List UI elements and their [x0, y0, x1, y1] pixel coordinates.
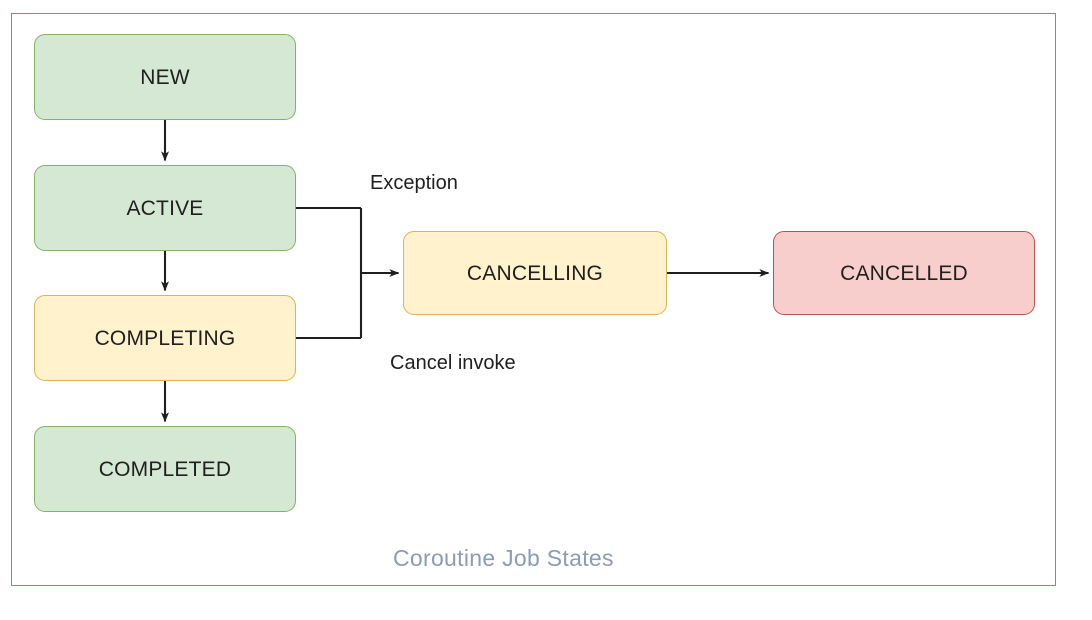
- node-cancelling-label: CANCELLING: [466, 261, 604, 285]
- diagram-caption: Coroutine Job States: [393, 545, 614, 571]
- node-completed-label: COMPLETED: [98, 457, 232, 481]
- node-completing-label: COMPLETING: [94, 326, 236, 350]
- node-cancelled[interactable]: CANCELLED: [773, 231, 1035, 315]
- node-completed[interactable]: COMPLETED: [34, 426, 296, 512]
- node-completing[interactable]: COMPLETING: [34, 295, 296, 381]
- node-new-label: NEW: [140, 65, 190, 89]
- edge-label-cancel-invoke: Cancel invoke: [390, 352, 516, 374]
- edge-label-exception: Exception: [370, 172, 458, 194]
- node-cancelled-label: CANCELLED: [840, 261, 968, 285]
- node-active-label: ACTIVE: [126, 196, 204, 220]
- node-cancelling[interactable]: CANCELLING: [403, 231, 667, 315]
- node-new[interactable]: NEW: [34, 34, 296, 120]
- node-active[interactable]: ACTIVE: [34, 165, 296, 251]
